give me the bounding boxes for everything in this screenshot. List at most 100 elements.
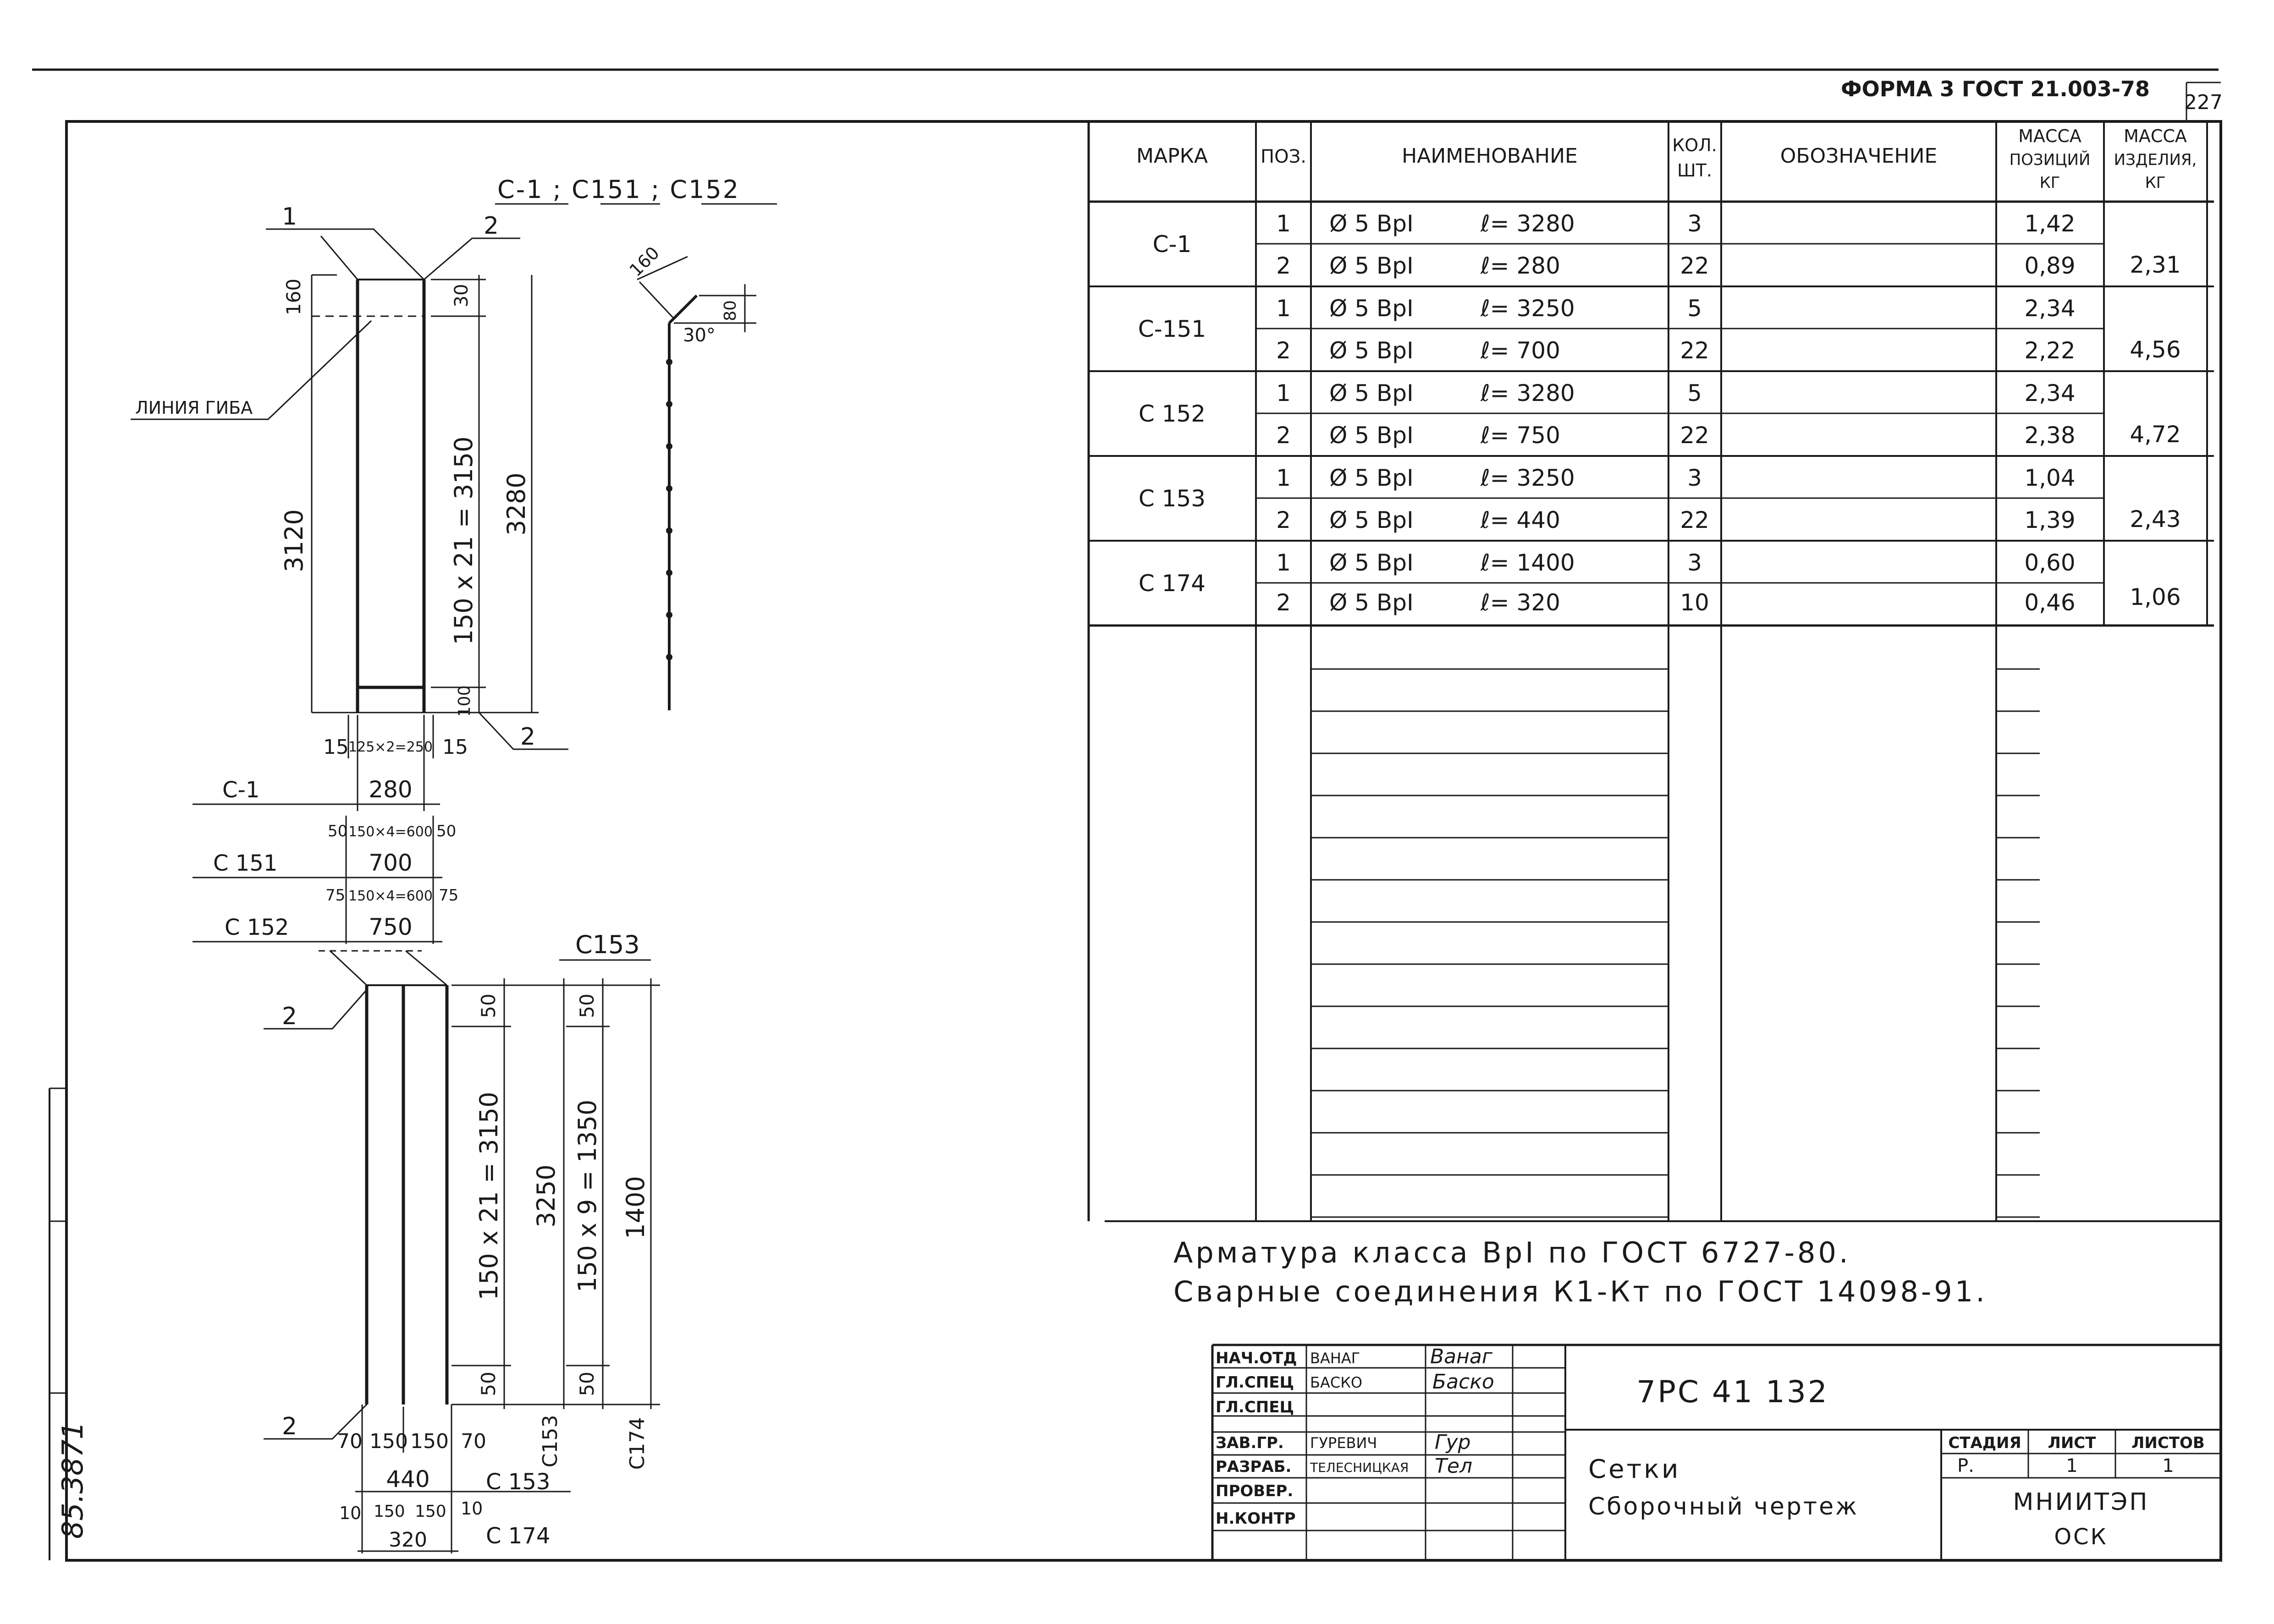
bend-line-label: ЛИНИЯ ГИБА (135, 398, 253, 418)
role-label: ГЛ.СПЕЦ (1216, 1373, 1294, 1392)
stage-label: СТАДИЯ (1948, 1434, 2021, 1452)
margin-stamp: 85.3871 (56, 1421, 89, 1539)
row-length: ℓ= 3250 (1480, 465, 1575, 491)
row-bar: Ø 5 ВрI (1329, 422, 1414, 449)
dim-50-top-2: 50 (576, 993, 598, 1018)
row-pos: 1 (1276, 549, 1291, 576)
dim-70-right: 70 (461, 1430, 486, 1453)
rod-section-dot (666, 359, 672, 365)
rod-section-dot (666, 485, 672, 492)
row-bar: Ø 5 ВрI (1329, 337, 1414, 364)
signature: Баско (1432, 1370, 1494, 1394)
title-block-roles: НАЧ.ОТД ГЛ.СПЕЦ ГЛ.СПЕЦ ЗАВ.ГР. РАЗРАБ. … (1216, 1349, 1297, 1528)
person-name: ГУРЕВИЧ (1310, 1434, 1377, 1452)
group-total-mass: 2,43 (2130, 506, 2180, 532)
dim-50-bottom-1: 50 (477, 1372, 500, 1396)
row-pos: 2 (1276, 589, 1291, 616)
spec-table-body: С-1 2,31 1 Ø 5 ВрI ℓ= 3280 3 1,42 2 Ø 5 … (1138, 210, 2181, 616)
row-pos: 1 (1276, 210, 1291, 237)
side-dim-80: 80 (721, 300, 740, 321)
row-mass: 0,89 (2024, 252, 2075, 279)
dim-50-top-1: 50 (477, 993, 500, 1018)
dim-150x4-1: 150×4=600 (348, 824, 433, 840)
row-length: ℓ= 280 (1480, 252, 1560, 279)
note-line: Арматура класса ВрI по ГОСТ 6727-80. (1173, 1236, 1851, 1269)
dim-150x4-2: 150×4=600 (348, 888, 433, 904)
row-qty: 5 (1687, 295, 1702, 322)
spec-table: МАРКА ПОЗ. НАИМЕНОВАНИЕ КОЛ. ШТ. ОБОЗНАЧ… (1087, 121, 2221, 1222)
sheet-label: ЛИСТ (2048, 1434, 2097, 1452)
dim-440: 440 (386, 1466, 429, 1492)
spec-table-header: МАРКА ПОЗ. НАИМЕНОВАНИЕ КОЛ. ШТ. ОБОЗНАЧ… (1136, 126, 2197, 192)
dim-15-left: 15 (323, 735, 349, 759)
dim-150-a: 150 (369, 1430, 408, 1453)
row-bar: Ø 5 ВрI (1329, 210, 1414, 237)
dim-750: 750 (369, 914, 412, 940)
org-name-2: ОСК (2054, 1524, 2108, 1550)
dim-700: 700 (369, 850, 412, 876)
row-pos: 2 (1276, 337, 1291, 364)
dim-280: 280 (369, 776, 412, 803)
row-length: ℓ= 1400 (1480, 549, 1575, 576)
row-qty: 3 (1687, 465, 1702, 491)
row-qty: 5 (1687, 380, 1702, 406)
stage-value: Р. (1957, 1455, 1974, 1476)
role-label: Н.КОНТР (1216, 1509, 1296, 1528)
header-mass-item-1: МАССА (2124, 126, 2187, 146)
mark-c174-vertical: С174 (626, 1417, 649, 1470)
dim-50-bottom-2: 50 (576, 1372, 598, 1396)
sheets-label: ЛИСТОВ (2131, 1434, 2205, 1452)
dim-150-c: 150 (374, 1502, 405, 1521)
dim-75-left: 75 (325, 886, 345, 905)
dim-10-right: 10 (461, 1498, 483, 1519)
dim-150-d: 150 (415, 1502, 446, 1521)
rod-section-dot (666, 401, 672, 407)
side-view-rod-dots (666, 359, 672, 660)
dim-10-left: 10 (339, 1503, 361, 1523)
label-c153: С 153 (486, 1469, 550, 1495)
row-pos: 2 (1276, 507, 1291, 533)
header-name: НАИМЕНОВАНИЕ (1402, 144, 1578, 168)
callout-2-lower: 2 (282, 1003, 297, 1030)
row-qty: 3 (1687, 549, 1702, 576)
dim-160: 160 (282, 279, 305, 315)
blank-table-rows (1311, 668, 2040, 1218)
side-view: 160 80 30° (626, 243, 756, 710)
row-pos: 2 (1276, 422, 1291, 449)
role-label: ПРОВЕР. (1216, 1482, 1293, 1500)
callout-2-bottom: 2 (520, 723, 535, 751)
dim-125: 125×2=250 (348, 739, 433, 755)
header-qty-1: КОЛ. (1672, 135, 1717, 155)
drawing-title-marks: С-1 ; С151 ; С152 (497, 175, 740, 204)
table-group: С-1 2,31 1 Ø 5 ВрI ℓ= 3280 3 1,42 2 Ø 5 … (1153, 210, 2181, 279)
dim-1400: 1400 (621, 1176, 650, 1239)
row-bar: Ø 5 ВрI (1329, 589, 1414, 616)
title-block: НАЧ.ОТД ГЛ.СПЕЦ ГЛ.СПЕЦ ЗАВ.ГР. РАЗРАБ. … (1211, 1344, 2221, 1560)
side-dim-160: 160 (626, 243, 663, 280)
row-pos: 2 (1276, 252, 1291, 279)
row-qty: 3 (1687, 210, 1702, 237)
row-length: ℓ= 320 (1480, 589, 1560, 616)
dim-3150: 150 х 21 = 3150 (449, 436, 478, 645)
drawing-title-2: Сборочный чертеж (1588, 1493, 1859, 1520)
note-line: Сварные соединения К1-Кт по ГОСТ 14098-9… (1173, 1275, 1988, 1308)
title-block-lines (1211, 1344, 2221, 1560)
header-designation: ОБОЗНАЧЕНИЕ (1780, 144, 1938, 168)
sheet-value: 1 (2066, 1455, 2077, 1476)
row-bar: Ø 5 ВрI (1329, 252, 1414, 279)
header-mass-pos-1: МАССА (2018, 126, 2081, 146)
row-pos: 1 (1276, 465, 1291, 491)
row-mass: 2,34 (2024, 295, 2075, 322)
row-bar: Ø 5 ВрI (1329, 507, 1414, 533)
dim-50-right: 50 (436, 822, 456, 840)
header-mass-item-2: ИЗДЕЛИЯ, (2114, 151, 2197, 169)
sheet-number: 227 (2184, 91, 2223, 114)
role-label: НАЧ.ОТД (1216, 1349, 1297, 1367)
mark-c1: С-1 (222, 777, 259, 803)
row-qty: 22 (1680, 252, 1709, 279)
row-mass: 2,22 (2024, 337, 2075, 364)
row-bar: Ø 5 ВрI (1329, 380, 1414, 406)
row-mass: 0,60 (2024, 549, 2075, 576)
label-c174: С 174 (486, 1523, 550, 1549)
row-mass: 2,34 (2024, 380, 2075, 406)
